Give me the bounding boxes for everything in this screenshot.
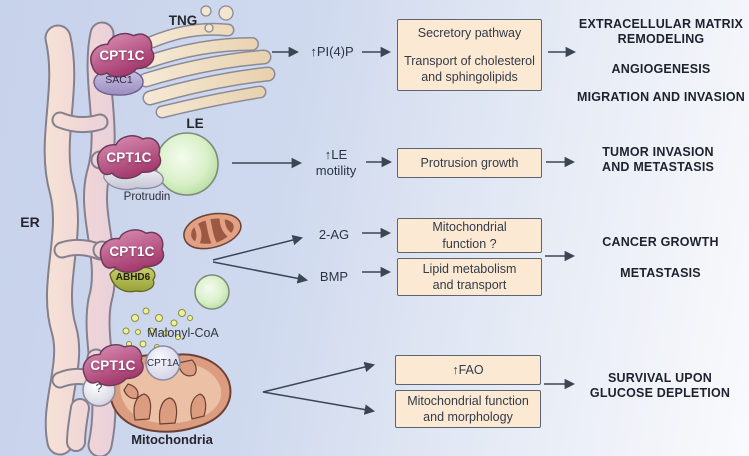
secretory-pathway-box: Secretory pathway Transport of cholester… [397, 19, 542, 91]
mito-function-line2: function ? [442, 236, 497, 251]
malonyl-coa-label: Malonyl-CoA [147, 326, 219, 340]
secretory-box-body-line2: and sphingolipids [421, 70, 518, 85]
late-endosome-large [155, 132, 219, 196]
outcome-migration-invasion: MIGRATION AND INVASION [576, 90, 746, 104]
cpt1c-label-le: CPT1C [106, 150, 152, 165]
mitochondria-label: Mitochondria [131, 432, 213, 447]
sac1-label: SAC1 [105, 74, 133, 86]
pi4p-text: ↑PI(4)P [310, 44, 354, 59]
mitochondrion-small [183, 212, 242, 250]
le-motility-line1: ↑LE [324, 147, 348, 162]
outcome-metastasis: METASTASIS [620, 266, 701, 280]
mito-function-line1: Mitochondrial [432, 220, 507, 235]
golgi-vesicles [200, 5, 234, 33]
outcome-cancer-growth: CANCER GROWTH [602, 235, 719, 249]
flow-arrows [212, 46, 577, 415]
le-motility-text: ↑LE motility [310, 147, 362, 180]
le-motility-line2: motility [315, 163, 357, 179]
secretory-box-body-line1: Transport of cholesterol [404, 53, 535, 68]
er-label: ER [20, 214, 40, 230]
mitochondrial-function-box: Mitochondrial function ? [397, 218, 542, 253]
outcome-ecm-remodeling: EXTRACELLULAR MATRIX REMODELING [578, 17, 744, 46]
abhd6-label: ABHD6 [115, 272, 151, 283]
cpt1a-protein-sphere [145, 345, 181, 381]
cpt1c-label-golgi: CPT1C [99, 48, 145, 63]
fao-box: ↑FAO [395, 355, 541, 385]
le-label: LE [186, 116, 204, 131]
outcome-tumor-invasion: TUMOR INVASION AND METASTASIS [601, 145, 715, 174]
malonyl-coa-dots [122, 307, 193, 350]
protrusion-growth-box: Protrusion growth [397, 148, 542, 178]
lipid-line1: Lipid metabolism [422, 261, 517, 276]
secretory-box-title: Secretory pathway [417, 25, 522, 40]
cpt1a-label: CPT1A [146, 358, 180, 369]
mito-morphology-line2: and morphology [423, 410, 513, 424]
lipid-metabolism-box: Lipid metabolism and transport [397, 258, 542, 296]
outcome-angiogenesis: ANGIOGENESIS [611, 62, 711, 76]
cpt1c-label-abhd6: CPT1C [109, 244, 155, 259]
golgi-stacks [138, 5, 276, 119]
two-ag-text: 2-AG [318, 227, 350, 242]
outcome-survival-glucose: SURVIVAL UPON GLUCOSE DEPLETION [589, 371, 731, 400]
late-endosome-small [194, 274, 230, 310]
outcome-row1: EXTRACELLULAR MATRIX REMODELING ANGIOGEN… [575, 17, 747, 105]
mitochondrial-morphology-box: Mitochondrial function and morphology [395, 390, 541, 428]
protrudin-label: Protrudin [123, 191, 171, 203]
bmp-text: BMP [319, 269, 349, 284]
outcome-row3: CANCER GROWTH METASTASIS [588, 235, 733, 281]
cpt1c-label-mito: CPT1C [90, 358, 136, 373]
tng-label: TNG [168, 13, 198, 28]
mito-morphology-line1: Mitochondrial function [407, 393, 529, 408]
lipid-line2: and transport [432, 278, 507, 292]
unknown-protein-label: ? [95, 381, 103, 395]
